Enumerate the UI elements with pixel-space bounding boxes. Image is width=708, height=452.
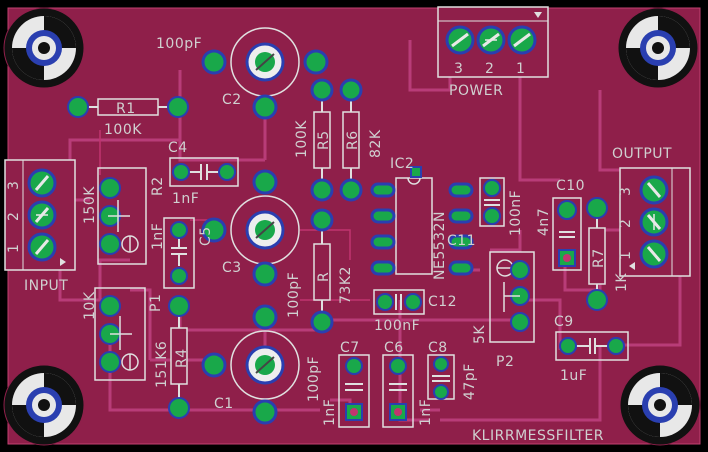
r4-value: 151K6 (154, 341, 170, 388)
mounting-hole-br (619, 364, 701, 446)
power-pin-label-1: 1 (516, 61, 525, 77)
r7-value: 1K (614, 273, 630, 292)
c10-value: 4n7 (536, 208, 552, 236)
c5-value: 1nF (150, 223, 166, 250)
r2-value: 150K (82, 186, 98, 224)
board-name: KLIRRMESSFILTER (472, 428, 604, 444)
c9-ref: C9 (554, 314, 574, 330)
mounting-holes (3, 7, 701, 446)
output-label: OUTPUT (612, 146, 672, 162)
r6-value: 82K (368, 129, 384, 158)
output-pin-2 (639, 207, 669, 237)
c1-value: 100pF (306, 356, 322, 402)
c3-value: 100pF (286, 272, 302, 318)
trimmer-p1: 10K P1 (82, 287, 164, 381)
p1-value: 10K (82, 291, 98, 320)
c3-ref: C3 (222, 260, 242, 276)
output-pin-1 (639, 239, 669, 269)
capacitor-c4: C4 1nF (168, 140, 239, 207)
c8-ref: C8 (428, 340, 448, 356)
capacitor-c8: C8 47pF (427, 340, 478, 400)
r5-ref: R5 (316, 130, 332, 150)
capacitor-c12: C12 100nF (373, 289, 457, 334)
r2-ref: R2 (150, 176, 166, 196)
c4-ref: C4 (168, 140, 188, 156)
c7-value: 1nF (322, 399, 338, 426)
output-pin-label-3: 3 (618, 187, 634, 196)
output-connector: 3 2 1 OUTPUT (612, 146, 691, 277)
mounting-hole-tr (617, 7, 699, 89)
input-pin-1 (27, 232, 57, 262)
c11-ref: C11 (447, 233, 476, 249)
c9-value: 1uF (560, 368, 587, 384)
resistor-r6: R6 82K (339, 78, 384, 202)
input-label: INPUT (24, 278, 68, 294)
input-pin-label-1: 1 (6, 244, 22, 253)
trimmer-c1: C1 100pF (201, 304, 322, 425)
r8-value: 73K2 (338, 266, 354, 304)
input-connector: 3 2 1 INPUT (4, 159, 76, 294)
mounting-hole-tl (3, 7, 85, 89)
trimmer-c2: 100pF C2 (156, 27, 329, 120)
p1-ref: P1 (148, 294, 164, 312)
c11-value: 100nF (508, 190, 524, 236)
capacitor-c10: C10 4n7 (536, 178, 585, 271)
r1-ref: R1 (116, 101, 136, 117)
ic2-ref: IC2 (390, 156, 414, 172)
r7-ref: R7 (591, 248, 607, 268)
power-connector: 3 2 1 POWER (437, 6, 549, 99)
input-pin-2 (27, 200, 57, 230)
input-pin-3 (27, 168, 57, 198)
capacitor-c6: C6 1nF (382, 340, 434, 428)
p2-value: 5K (472, 325, 488, 344)
c6-ref: C6 (384, 340, 404, 356)
c12-ref: C12 (428, 294, 457, 310)
r5-value: 100K (294, 120, 310, 158)
c2-value: 100pF (156, 36, 202, 52)
trimmer-c3: C3 100pF (201, 169, 302, 318)
c5-ref: C5 (198, 226, 214, 246)
power-pin-label-3: 3 (454, 61, 463, 77)
power-label: POWER (449, 83, 503, 99)
trimmer-p2: 5K P2 (472, 251, 535, 370)
c8-value: 47pF (462, 363, 478, 400)
capacitor-c5: 1nF C5 (150, 217, 214, 289)
r8-ref: R (316, 272, 332, 282)
resistor-r7: R7 1K (586, 197, 630, 311)
ic-ic2: IC2 NE5532N (370, 156, 474, 280)
power-pin-2 (476, 25, 506, 55)
c10-ref: C10 (556, 178, 585, 194)
c4-value: 1nF (172, 191, 199, 207)
resistor-r8: R 73K2 (310, 208, 354, 334)
p2-ref: P2 (496, 354, 514, 370)
output-pin-label-1: 1 (618, 251, 634, 260)
trimmer-r2: R2 150K (82, 167, 166, 265)
power-pin-3 (445, 25, 475, 55)
capacitor-c7: C7 1nF (322, 340, 370, 428)
output-pin-label-2: 2 (618, 219, 634, 228)
power-pin-1 (507, 25, 537, 55)
input-pin-label-2: 2 (6, 212, 22, 221)
c1-ref: C1 (214, 396, 234, 412)
input-pin-label-3: 3 (6, 181, 22, 190)
r1-value: 100K (104, 122, 142, 138)
c7-ref: C7 (340, 340, 360, 356)
r4-ref: R4 (174, 348, 190, 368)
c2-ref: C2 (222, 92, 242, 108)
resistor-r5: R5 100K (294, 78, 334, 202)
capacitor-c11: C11 100nF (447, 177, 524, 249)
capacitor-c9: C9 1uF (554, 314, 629, 384)
output-pin-3 (639, 175, 669, 205)
c12-value: 100nF (374, 318, 420, 334)
ic2-value: NE5532N (432, 211, 448, 280)
resistor-r1: R1 100K (67, 96, 189, 138)
c6-value: 1nF (418, 399, 434, 426)
power-pin-label-2: 2 (485, 61, 494, 77)
r6-ref: R6 (345, 130, 361, 150)
mounting-hole-bl (3, 364, 85, 446)
resistor-r4: R4 151K6 (154, 295, 190, 419)
